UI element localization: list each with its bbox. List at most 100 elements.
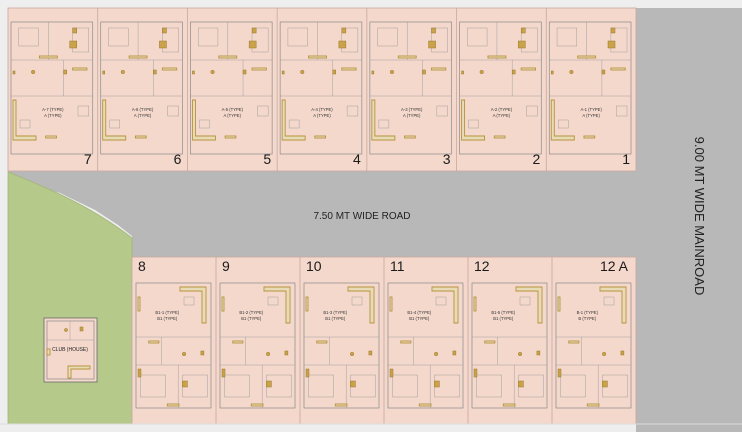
- cabinet-icon: [162, 27, 167, 34]
- fixture-icon: [332, 69, 337, 75]
- basin-icon: [461, 70, 464, 75]
- stove-icon: [248, 40, 257, 49]
- cabinet-icon: [610, 27, 616, 34]
- wc-icon: [389, 69, 395, 75]
- sofa-icon: [263, 286, 291, 324]
- stove-icon: [69, 40, 77, 49]
- unit-category-label: B1 (TYPE): [325, 316, 346, 321]
- stove-icon: [159, 40, 167, 49]
- wc-icon: [182, 351, 187, 357]
- top-plot-block: [7, 7, 637, 172]
- basin-icon: [551, 70, 554, 75]
- basin-icon: [281, 70, 285, 75]
- fixture-icon: [368, 350, 373, 356]
- sofa-icon: [431, 286, 459, 324]
- plot-number: 12: [474, 258, 490, 274]
- fixture-icon: [153, 69, 157, 75]
- wc-icon: [120, 69, 125, 75]
- unit-type-label: A-6 (TYPE): [132, 107, 154, 112]
- cabinet-icon: [473, 368, 478, 378]
- unit-type-label: B-1 (TYPE): [577, 310, 599, 315]
- fixture-icon: [536, 350, 541, 356]
- plot-number: 4: [353, 151, 361, 167]
- plot: A-3 (TYPE)A (TYPE) 3: [366, 8, 452, 171]
- stove-icon: [434, 380, 440, 388]
- unit-type-label: A-1 (TYPE): [580, 107, 602, 112]
- sofa-icon: [461, 99, 486, 141]
- unit-type-label: B1-1 (TYPE): [155, 310, 179, 315]
- fixture-icon: [511, 69, 516, 75]
- unit-category-label: A (TYPE): [224, 113, 242, 118]
- unit-category-label: B (TYPE): [578, 316, 596, 321]
- plot: B1-3 (TYPE)B1 (TYPE)10: [299, 257, 380, 424]
- plot-number: 3: [443, 151, 451, 167]
- unit-type-label: B1-4 (TYPE): [407, 310, 431, 315]
- stove-icon: [518, 40, 526, 49]
- cabinet-icon: [221, 368, 226, 378]
- wc-icon: [602, 351, 607, 357]
- sofa-icon: [102, 99, 127, 141]
- unit-type-label: A-2 (TYPE): [491, 107, 513, 112]
- unit-category-label: B1 (TYPE): [157, 316, 178, 321]
- unit-category-label: A (TYPE): [403, 113, 421, 118]
- club-fixture-icon: [64, 328, 68, 332]
- unit-type-label: A-5 (TYPE): [222, 107, 244, 112]
- main-road-label: 9.00 MT WIDE MAINROAD: [692, 137, 707, 296]
- plot: B1-5 (TYPE)B1 (TYPE)12: [467, 257, 548, 424]
- plot: A-2 (TYPE)A (TYPE)2: [456, 8, 542, 171]
- plot: A-4 (TYPE)A (TYPE) 4: [276, 8, 363, 171]
- unit-type-label: A-3 (TYPE): [401, 107, 423, 112]
- wc-icon: [210, 69, 215, 75]
- plot: B1-2 (TYPE)B1 (TYPE)9: [215, 257, 296, 424]
- plot-number: 8: [138, 258, 146, 274]
- wc-icon: [479, 69, 484, 75]
- club-house: CLUB (HOUSE): [43, 317, 98, 383]
- cabinet-icon: [72, 27, 77, 34]
- plot: A-5 (TYPE)A (TYPE) 5: [187, 8, 273, 171]
- plot: B1-4 (TYPE)B1 (TYPE)11: [383, 257, 464, 424]
- wc-icon: [300, 69, 305, 75]
- sofa-icon: [599, 286, 627, 324]
- plot-number: 2: [532, 151, 540, 167]
- wc-icon: [31, 69, 36, 75]
- unit-category-label: A (TYPE): [134, 113, 152, 118]
- plot-number: 11: [390, 258, 405, 274]
- wc-icon: [569, 69, 574, 75]
- unit-type-label: A-7 (TYPE): [42, 107, 64, 112]
- plot: A-1 (TYPE)A (TYPE)1: [545, 8, 632, 171]
- unit-category-label: A (TYPE): [582, 113, 600, 118]
- fixture-icon: [422, 69, 426, 75]
- plot-number: 6: [174, 151, 182, 167]
- cabinet-icon: [557, 368, 562, 378]
- unit-category-label: A (TYPE): [313, 113, 331, 118]
- cabinet-icon: [389, 368, 394, 378]
- cabinet-icon: [341, 27, 347, 34]
- plot-number: 10: [306, 258, 322, 274]
- club-sofa-icon: [67, 365, 91, 379]
- sofa-icon: [347, 286, 375, 324]
- wc-icon: [434, 351, 439, 357]
- basin-icon: [192, 70, 195, 75]
- fixture-icon: [620, 350, 625, 356]
- main-road: [636, 8, 742, 432]
- top-row-plots: A-7 (TYPE)A (TYPE)7A-6 (TYPE)A (TYPE)6A-…: [10, 8, 632, 171]
- sofa-icon: [179, 286, 207, 324]
- fixture-icon: [284, 350, 289, 356]
- plot: B1-1 (TYPE)B1 (TYPE) 8: [135, 258, 212, 409]
- club-house-label: CLUB (HOUSE): [52, 347, 88, 353]
- cabinet-icon: [251, 27, 257, 34]
- sofa-icon: [371, 99, 396, 141]
- stove-icon: [182, 380, 188, 388]
- plot-number: 5: [263, 151, 271, 167]
- basin-icon: [12, 70, 16, 75]
- unit-category-label: A (TYPE): [44, 113, 62, 118]
- fixture-icon: [601, 69, 606, 75]
- stove-icon: [338, 40, 347, 49]
- internal-road-label: 7.50 MT WIDE ROAD: [313, 211, 410, 222]
- plot-number: 9: [222, 258, 230, 274]
- fixture-icon: [452, 350, 457, 356]
- unit-type-label: B1-5 (TYPE): [491, 310, 515, 315]
- unit-type-label: A-4 (TYPE): [311, 107, 333, 112]
- stove-icon: [350, 380, 356, 388]
